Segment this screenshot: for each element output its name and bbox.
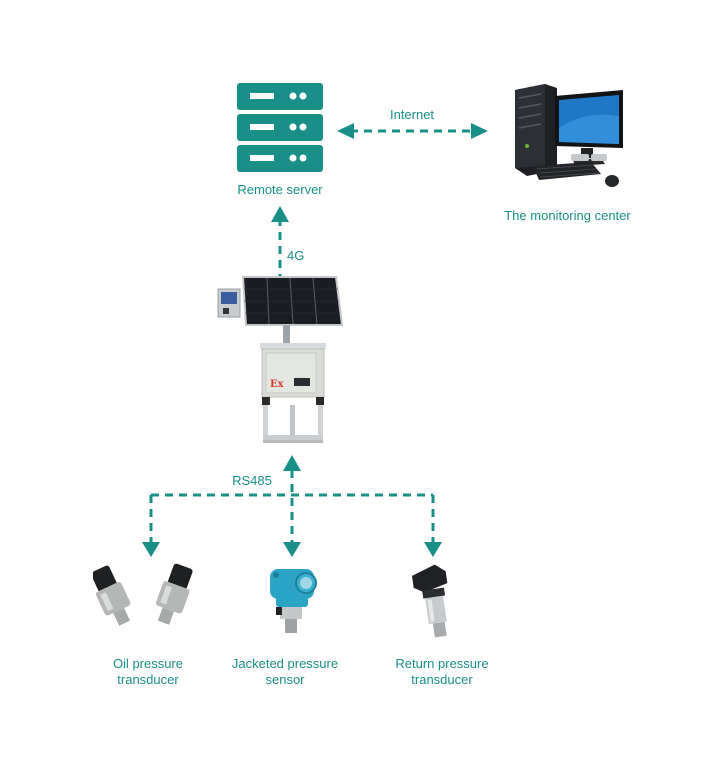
jacketed-pressure-sensor-label-line2: sensor — [265, 672, 305, 687]
rs485-arrow-down-right-icon — [424, 542, 442, 557]
jacketed-pressure-sensor-label-line1: Jacketed pressure — [231, 656, 339, 671]
ex-badge: Ex — [270, 379, 285, 390]
rs485-arrow-down-left-icon — [142, 542, 160, 557]
oil-pressure-transducer-label-line2: transducer — [117, 672, 179, 687]
monitoring-center-label: The monitoring center — [504, 208, 631, 223]
oil-pressure-transducer-icon — [91, 563, 193, 626]
oil-pressure-transducer-label-line1: Oil pressure — [112, 656, 184, 671]
return-pressure-transducer-icon — [412, 564, 448, 638]
solar-powered-rtu-icon: Ex — [217, 276, 344, 443]
desktop-computer-icon — [515, 84, 623, 187]
internet-arrow-left-icon — [337, 123, 354, 139]
return-pressure-transducer-label-line1: Return pressure — [395, 656, 489, 671]
internet-arrow-right-icon — [471, 123, 488, 139]
rs485-link-label: RS485 — [232, 473, 272, 488]
jacketed-pressure-sensor-node[interactable] — [262, 565, 322, 640]
4g-link-label: 4G — [287, 248, 305, 263]
monitoring-center-node[interactable] — [505, 80, 630, 195]
remote-server-label: Remote server — [237, 182, 323, 197]
4g-arrow-up-icon — [271, 206, 289, 222]
internet-link-label: Internet — [389, 107, 435, 122]
return-pressure-transducer-node[interactable] — [410, 563, 460, 643]
jacketed-pressure-sensor-icon — [270, 569, 317, 633]
rs485-arrow-up-icon — [283, 455, 301, 471]
remote-server-node[interactable] — [237, 83, 323, 173]
oil-pressure-transducer-node[interactable] — [91, 562, 198, 642]
return-pressure-transducer-label-line2: transducer — [411, 672, 473, 687]
server-icon — [237, 83, 323, 172]
rs485-arrow-down-center-icon — [283, 542, 301, 557]
rtu-node[interactable]: Ex — [212, 275, 347, 450]
